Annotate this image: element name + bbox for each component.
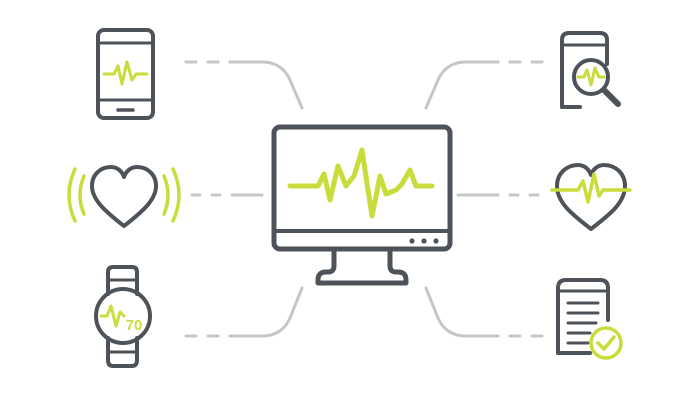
connectors (184, 60, 544, 338)
heart-heartbeat-icon (550, 163, 632, 231)
connector-top-left (184, 60, 304, 110)
report-magnifier-icon (560, 31, 621, 109)
clipboard-check-icon (556, 278, 623, 360)
connector-bottom-left (184, 286, 304, 338)
smartwatch-heartbeat-icon: 70 (94, 265, 152, 368)
smartphone-heartbeat-icon (96, 28, 155, 120)
monitor-heartbeat-line (287, 147, 435, 219)
connector-top-right (424, 60, 544, 110)
heart-signal-icon (67, 165, 181, 228)
watch-reading: 70 (126, 317, 143, 334)
monitor-heartbeat-icon (271, 124, 453, 286)
connector-bottom-right (424, 286, 544, 338)
